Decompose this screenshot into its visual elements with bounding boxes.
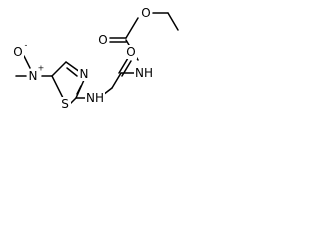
bond-ester-o-carbonyl-c: [125, 17, 139, 39]
atom-labels: O O NH O NH N S N: [12, 6, 154, 111]
bond-ring-c5-s1: [51, 75, 64, 99]
bond-amide-c-ch2: [111, 72, 122, 89]
bond-amide-c-o-1: [118, 57, 129, 74]
atom-label: O: [141, 6, 150, 20]
atom-label: O: [13, 45, 22, 59]
atom-ring-n: N: [78, 67, 90, 81]
bond-ch3-ch2: [167, 12, 179, 31]
atom-label: S: [61, 97, 69, 111]
atom-ring-s: S: [59, 97, 71, 111]
bond-ring-c2-n3-inner: [76, 85, 82, 95]
nitro-n-charge: +: [38, 64, 45, 73]
structure-diagram: O O NH O NH N S N: [12, 6, 179, 111]
bond-ring-n3-c4-1: [65, 61, 81, 73]
atom-amide-o: O: [125, 45, 137, 59]
atom-carbamate-nh: NH: [134, 66, 154, 80]
atom-label: NH: [135, 66, 153, 80]
atom-nitro-o: O: [12, 45, 24, 59]
atom-label: NH: [86, 91, 104, 105]
charges: + -: [25, 41, 45, 73]
atom-carbonyl-o: O: [97, 33, 109, 47]
atom-nitro-n: N: [27, 69, 41, 83]
bond-ring-c4-c5: [51, 61, 67, 77]
bond-amide-c-o-2: [121, 60, 132, 77]
atom-label: O: [126, 45, 135, 59]
atom-label: N: [29, 69, 38, 83]
atom-ester-o: O: [140, 6, 152, 20]
nitro-o-charge: -: [25, 41, 28, 50]
bond-nitro-n-o-up: [23, 55, 31, 69]
atom-amine-nh: NH: [85, 91, 105, 105]
bond-ring-n3-c4-2: [66, 67, 78, 77]
atom-label: N: [80, 67, 89, 81]
atom-label: O: [98, 33, 107, 47]
